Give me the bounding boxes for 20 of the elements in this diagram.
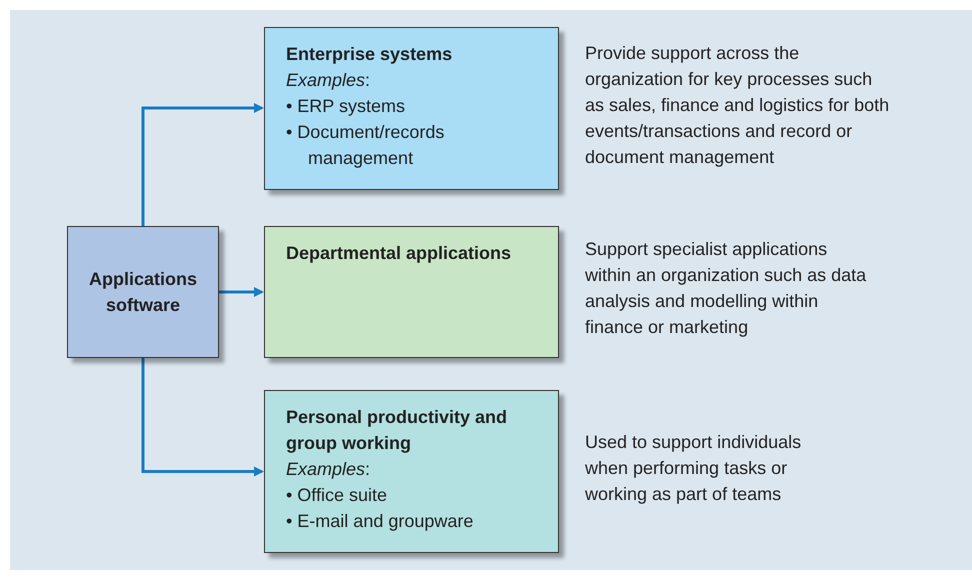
- process-box: [264, 390, 559, 553]
- node-title: Personal productivity and group working: [286, 406, 508, 455]
- process-box: [264, 226, 559, 358]
- description-text: Support specialist applications within an organization such as data analysis and modelling within finance or marketing: [585, 238, 868, 339]
- examples-label: Examples:: [286, 69, 372, 92]
- arrow: [219, 287, 264, 297]
- bullet-item: • Office suite: [286, 484, 388, 507]
- description-text: Used to support individuals when performing tasks or working as part of teams: [585, 431, 802, 506]
- process-box: [264, 27, 559, 190]
- node-title: Enterprise systems: [286, 43, 454, 66]
- examples-label: Examples:: [286, 458, 372, 481]
- node-title: Applications software: [88, 268, 198, 317]
- bullet-item: • Document/records management: [286, 121, 446, 170]
- arrow: [142, 103, 264, 226]
- node-title: Departmental applications: [286, 242, 512, 265]
- description-text: Provide support across the organization for key processes such as sales, finance and logistics for both events/transactions and record or document management: [585, 42, 890, 169]
- process-box: [67, 226, 219, 358]
- bullet-item: • ERP systems: [286, 95, 406, 118]
- bullet-item: • E-mail and groupware: [286, 510, 474, 533]
- arrow: [142, 358, 264, 476]
